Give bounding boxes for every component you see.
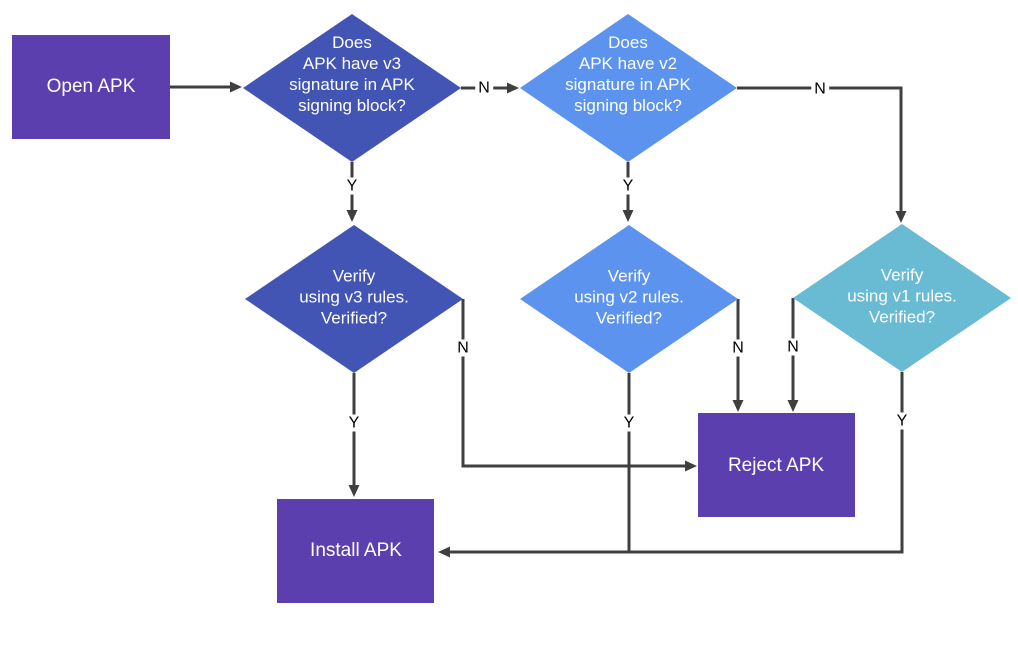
node-v3-signature xyxy=(243,14,461,162)
node-verify-v3 xyxy=(245,225,463,373)
node-verify-v2 xyxy=(520,225,738,373)
node-verify-v1 xyxy=(793,224,1011,372)
node-install-apk xyxy=(277,499,434,603)
edge-verify-v1-to-install-apk xyxy=(438,372,904,558)
node-open-apk xyxy=(12,35,170,139)
edge-v2-signature-to-verify-v1 xyxy=(737,86,907,223)
node-reject-apk xyxy=(698,413,855,517)
node-v2-signature xyxy=(520,14,737,162)
